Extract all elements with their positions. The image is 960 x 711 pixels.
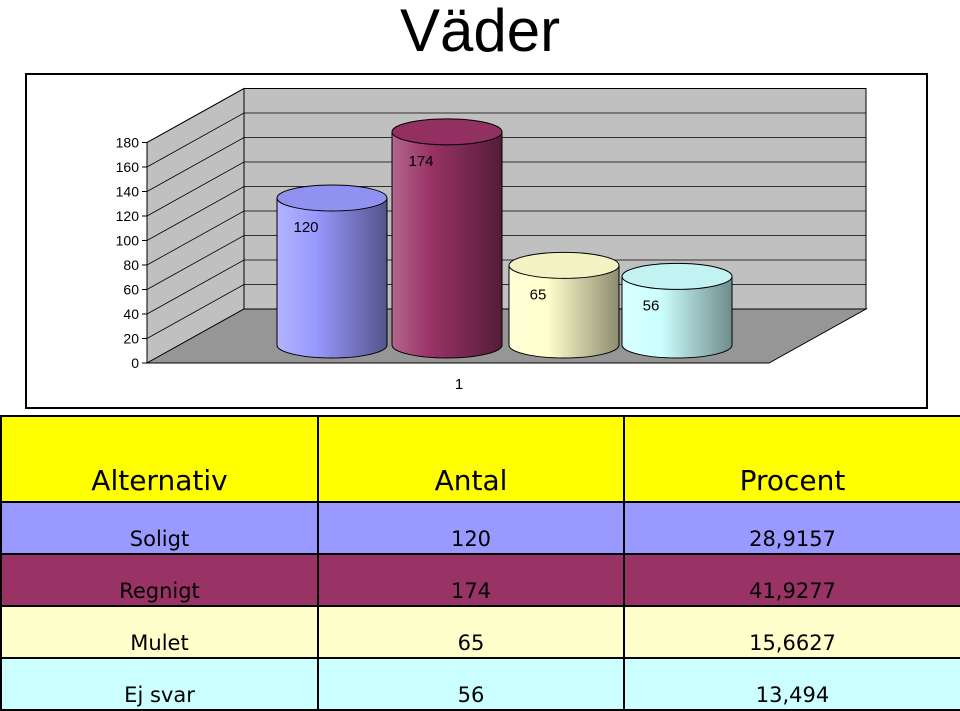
table-row: Soligt 120 28,9157 xyxy=(0,501,960,555)
bar-top-0 xyxy=(276,184,388,212)
table-row: Regnigt 174 41,9277 xyxy=(0,553,960,607)
table-header-row: Alternativ Antal Procent xyxy=(0,415,960,503)
data-label-3: 56 xyxy=(643,297,660,314)
row-count: 120 xyxy=(317,501,625,555)
row-count: 174 xyxy=(317,553,625,607)
data-label-2: 65 xyxy=(530,286,547,303)
bar-chart: 0 20 40 60 80 100 120 140 160 180 120 174 65 56 1 xyxy=(116,87,868,393)
chart-area: 0 20 40 60 80 100 120 140 160 180 120 174 65 56 1 xyxy=(25,73,928,409)
header-alternativ: Alternativ xyxy=(0,415,319,503)
row-label: Regnigt xyxy=(0,553,319,607)
page-title: Väder xyxy=(399,0,561,64)
y-tick-label: 160 xyxy=(116,159,140,175)
gridline xyxy=(146,186,866,241)
gridline xyxy=(146,235,866,290)
floor xyxy=(145,308,868,364)
row-percent: 41,9277 xyxy=(623,553,960,607)
bar-2 xyxy=(508,264,620,359)
x-tick-label: 1 xyxy=(455,376,463,393)
data-label-1: 174 xyxy=(408,153,433,170)
gridline xyxy=(146,137,866,192)
y-tick-label: 40 xyxy=(123,306,139,322)
header-procent: Procent xyxy=(623,415,960,503)
y-tick-label: 140 xyxy=(116,184,140,200)
y-tick-label: 0 xyxy=(131,355,139,371)
bar-top-2 xyxy=(508,251,620,279)
bar-3 xyxy=(621,275,733,359)
header-antal: Antal xyxy=(317,415,625,503)
bar-1 xyxy=(391,131,503,359)
row-label: Mulet xyxy=(0,605,319,659)
row-percent: 13,494 xyxy=(623,657,960,711)
y-tick-label: 20 xyxy=(123,331,139,347)
gridline xyxy=(146,259,866,315)
gridline xyxy=(146,210,866,266)
gridline xyxy=(146,88,866,143)
row-count: 65 xyxy=(317,605,625,659)
y-tick-label: 60 xyxy=(123,282,139,298)
row-label: Soligt xyxy=(0,501,319,555)
row-label: Ej svar xyxy=(0,657,319,711)
gridline xyxy=(146,161,866,217)
bar-0 xyxy=(276,197,388,359)
row-percent: 15,6627 xyxy=(623,605,960,659)
table-row: Mulet 65 15,6627 xyxy=(0,605,960,659)
table-row: Ej svar 56 13,494 xyxy=(0,657,960,711)
y-tick-label: 100 xyxy=(116,233,140,249)
y-tick-label: 80 xyxy=(123,257,139,273)
y-tick-label: 120 xyxy=(116,208,140,224)
gridline xyxy=(146,112,866,168)
row-count: 56 xyxy=(317,657,625,711)
y-tick-label: 180 xyxy=(116,135,140,151)
bar-top-1 xyxy=(391,118,503,146)
bar-top-3 xyxy=(621,262,733,290)
data-label-0: 120 xyxy=(293,219,318,236)
data-table: Alternativ Antal Procent Soligt 120 28,9… xyxy=(0,415,960,711)
row-percent: 28,9157 xyxy=(623,501,960,555)
